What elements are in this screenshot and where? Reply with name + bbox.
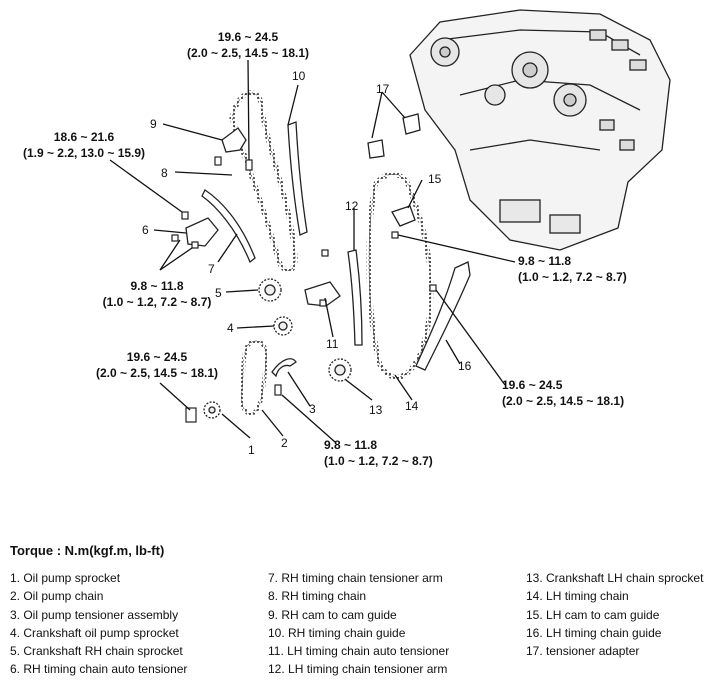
torque-spec-2: 18.6 ~ 21.6(1.9 ~ 2.2, 13.0 ~ 15.9)	[22, 130, 146, 160]
rh-chain-guide	[287, 121, 308, 236]
torque-spec-4: 9.8 ~ 11.8(1.0 ~ 1.2, 7.2 ~ 8.7)	[518, 254, 627, 284]
torque-spec-5: 19.6 ~ 24.5(2.0 ~ 2.5, 14.5 ~ 18.1)	[95, 350, 219, 380]
rh-timing-chain	[229, 90, 298, 273]
legend-column-2: 7. RH timing chain tensioner arm 8. RH t…	[268, 569, 449, 679]
legend-item: 12. LH timing chain tensioner arm	[268, 662, 448, 677]
oil-pump-tensioner	[271, 358, 297, 378]
legend-item: 14. LH timing chain	[526, 589, 629, 604]
tensioner-adapter-1	[402, 113, 421, 135]
callout-10: 10	[292, 69, 306, 83]
torque-spec-1: 19.6 ~ 24.5(2.0 ~ 2.5, 14.5 ~ 18.1)	[186, 30, 310, 60]
callout-13: 13	[369, 403, 383, 417]
legend-item: 3. Oil pump tensioner assembly	[10, 607, 179, 622]
callout-15: 15	[428, 172, 442, 186]
legend-item: 10. RH timing chain guide	[268, 625, 406, 640]
legend-item: 4. Crankshaft oil pump sprocket	[10, 625, 179, 640]
legend-item: 7. RH timing chain tensioner arm	[268, 571, 443, 585]
callout-12: 12	[345, 199, 359, 213]
sprockets	[203, 278, 352, 419]
legend-title: Torque : N.m(kgf.m, lb-ft)	[10, 543, 165, 558]
callout-16: 16	[458, 359, 472, 373]
rh-cam-guide	[221, 127, 247, 153]
callout-5: 5	[215, 286, 222, 300]
lh-tensioner-arm	[347, 249, 363, 346]
legend-item: 5. Crankshaft RH chain sprocket	[10, 644, 183, 659]
legend-item: 15. LH cam to cam guide	[526, 607, 660, 622]
callout-2: 2	[281, 436, 288, 450]
tensioner-adapter-2	[367, 139, 385, 159]
legend-item: 1. Oil pump sprocket	[10, 571, 121, 585]
timing-chain-diagram	[109, 9, 671, 443]
rh-auto-tensioner	[185, 217, 219, 247]
callout-17: 17	[376, 82, 390, 96]
callout-6: 6	[142, 223, 149, 237]
torque-spec-7: 19.6 ~ 24.5(2.0 ~ 2.5, 14.5 ~ 18.1)	[502, 378, 625, 408]
legend-item: 17. tensioner adapter	[526, 644, 640, 659]
callout-14: 14	[405, 399, 419, 413]
callout-4: 4	[227, 321, 234, 335]
lh-timing-chain	[366, 171, 434, 380]
callout-7: 7	[208, 262, 215, 276]
legend-item: 8. RH timing chain	[268, 589, 367, 604]
legend-item: 2. Oil pump chain	[10, 589, 104, 604]
rh-tensioner-arm	[201, 189, 256, 264]
leader-lines	[109, 59, 516, 443]
lh-auto-tensioner	[304, 281, 341, 307]
bolts	[171, 156, 437, 423]
legend-item: 9. RH cam to cam guide	[268, 607, 397, 622]
legend-item: 11. LH timing chain auto tensioner	[268, 644, 450, 659]
legend-item: 13. Crankshaft LH chain sprocket	[526, 571, 704, 585]
callout-1: 1	[248, 443, 255, 457]
lh-chain-guide	[415, 261, 471, 371]
callout-9: 9	[150, 117, 157, 131]
torque-spec-6: 9.8 ~ 11.8(1.0 ~ 1.2, 7.2 ~ 8.7)	[324, 438, 433, 468]
callout-3: 3	[309, 402, 316, 416]
legend-item: 16. LH timing chain guide	[526, 625, 662, 640]
engine-block	[409, 9, 671, 251]
callout-8: 8	[161, 166, 168, 180]
legend-column-1: 1. Oil pump sprocket 2. Oil pump chain 3…	[10, 569, 187, 679]
legend-column-3: 13. Crankshaft LH chain sprocket 14. LH …	[526, 569, 703, 660]
lh-cam-guide	[391, 205, 416, 227]
callout-11: 11	[326, 337, 339, 351]
legend-item: 6. RH timing chain auto tensioner	[10, 662, 188, 677]
torque-spec-3: 9.8 ~ 11.8(1.0 ~ 1.2, 7.2 ~ 8.7)	[102, 279, 212, 309]
